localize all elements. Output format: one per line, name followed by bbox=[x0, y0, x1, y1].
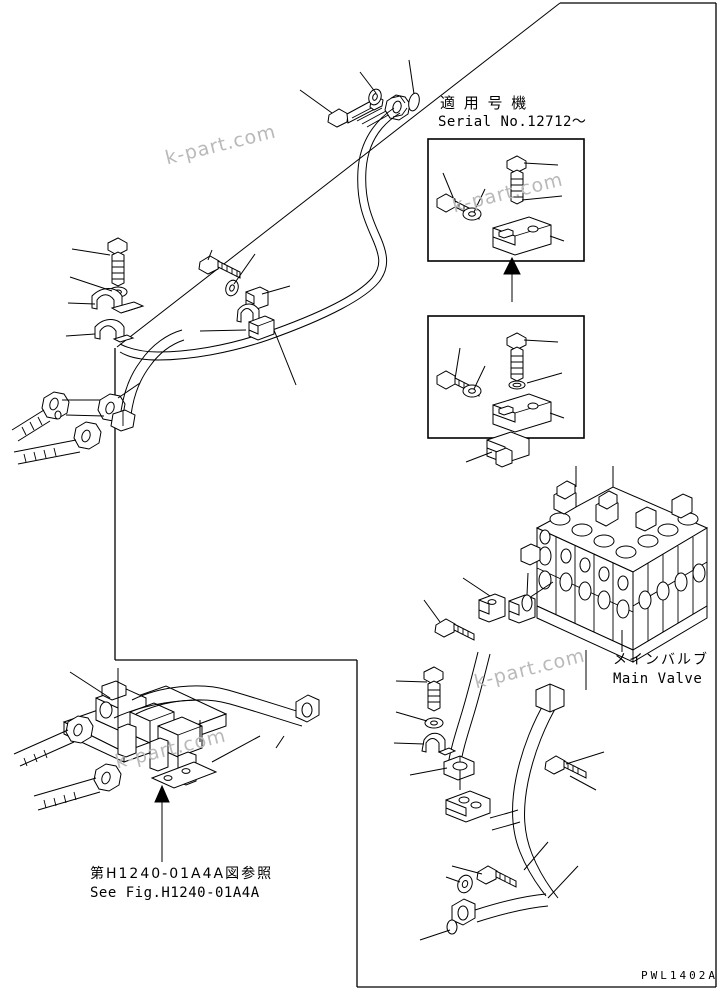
clamp-bracket bbox=[248, 315, 275, 341]
split-flange bbox=[41, 391, 70, 420]
clamp-bracket bbox=[236, 286, 269, 323]
hex-bolt bbox=[198, 255, 241, 279]
flat-washer bbox=[368, 88, 382, 106]
hex-bolt bbox=[544, 755, 587, 779]
hydraulic-tube-left-loop bbox=[110, 329, 185, 432]
mid-mount-bracket bbox=[465, 431, 530, 468]
page-code: PWL1402A bbox=[641, 969, 718, 982]
o-ring bbox=[446, 919, 458, 935]
upper-detail-box bbox=[427, 138, 585, 262]
hex-bolt bbox=[107, 237, 128, 287]
hex-bolt bbox=[506, 155, 527, 205]
split-flange bbox=[451, 898, 476, 926]
hose-assembly-lower-left bbox=[13, 421, 102, 465]
mount-bracket bbox=[492, 393, 552, 433]
hex-bolt bbox=[434, 618, 475, 641]
main-valve-label-en: Main Valve bbox=[613, 671, 703, 687]
clamp-bracket bbox=[421, 732, 457, 756]
split-flange bbox=[384, 94, 411, 121]
solenoid-valve-block bbox=[13, 668, 320, 811]
hex-bolt bbox=[476, 865, 517, 888]
serial-note-jp: 適 用 号 機 bbox=[440, 94, 529, 112]
split-flange bbox=[535, 683, 565, 713]
see-fig-label-jp: 第H1240-01A4A図参照 bbox=[90, 866, 274, 882]
inset-link-arrow bbox=[503, 256, 521, 302]
flat-washer bbox=[462, 384, 482, 398]
split-flange bbox=[73, 421, 102, 450]
hydraulic-tube-lower bbox=[451, 683, 565, 926]
relief-valve bbox=[671, 493, 693, 519]
o-ring bbox=[508, 380, 526, 390]
main-valve-assembly bbox=[520, 466, 709, 663]
split-flange bbox=[295, 694, 320, 723]
upper-flange-fastener-group bbox=[299, 59, 420, 128]
tube-bracket-group-center-right bbox=[423, 572, 536, 641]
hose-assembly bbox=[13, 715, 94, 767]
lower-detail-box bbox=[427, 315, 585, 439]
flat-washer bbox=[225, 279, 239, 297]
hose-assembly bbox=[33, 763, 122, 811]
o-ring bbox=[408, 92, 420, 112]
mount-bracket bbox=[478, 593, 506, 623]
relief-valve bbox=[635, 506, 657, 532]
relief-valve bbox=[553, 480, 577, 515]
inlet-port bbox=[520, 543, 541, 566]
see-fig-arrow bbox=[154, 784, 170, 862]
clamp-bracket bbox=[94, 319, 135, 343]
flat-washer bbox=[457, 874, 473, 894]
main-valve-label-jp: メインバルブ bbox=[613, 652, 709, 668]
mount-bracket bbox=[492, 216, 552, 256]
bottom-mount-flange bbox=[445, 761, 491, 823]
relief-valve bbox=[595, 490, 619, 527]
hex-bolt bbox=[506, 332, 527, 382]
see-fig-label-en: See Fig.H1240-01A4A bbox=[90, 885, 260, 901]
hydraulic-tube-bottom-left bbox=[113, 699, 205, 719]
clamp-bracket bbox=[91, 288, 145, 314]
flat-washer bbox=[462, 207, 482, 221]
serial-note-en: Serial No.12712〜 bbox=[438, 114, 587, 130]
hex-bolt bbox=[327, 96, 391, 128]
flat-washer bbox=[424, 717, 444, 729]
middle-clamp-group bbox=[198, 249, 297, 386]
bottom-left-fastener-column bbox=[393, 666, 457, 776]
hex-bolt bbox=[423, 666, 444, 712]
upper-left-clamp-group bbox=[65, 237, 145, 343]
bottom-right-fasteners bbox=[419, 751, 605, 941]
